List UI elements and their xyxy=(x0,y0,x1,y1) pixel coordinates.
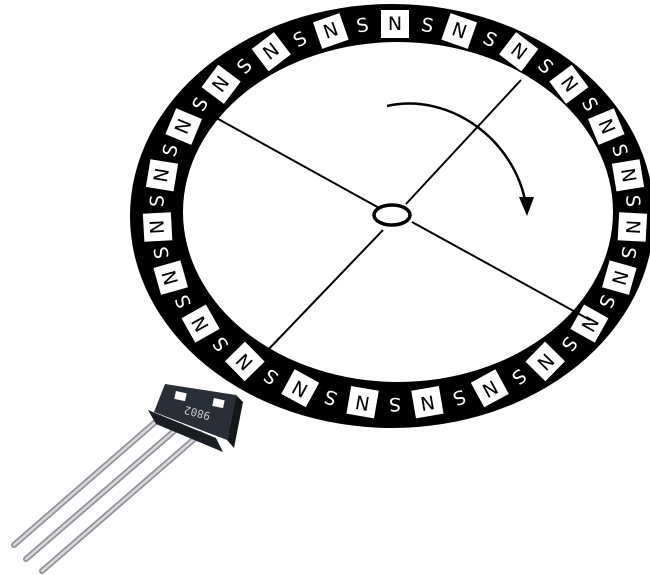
pole-label-n: N xyxy=(388,13,402,35)
pole-label: S xyxy=(146,194,169,207)
pole-label: N xyxy=(411,386,443,418)
pole-label-s: S xyxy=(621,194,644,207)
pole-label: N xyxy=(618,212,647,241)
hall-effect-sensor: 9802 xyxy=(14,384,243,571)
sensor-leads xyxy=(14,418,200,571)
pole-label: N xyxy=(612,159,644,191)
pole-label: N xyxy=(346,386,378,418)
pole-label-s: S xyxy=(146,194,169,207)
pole-label-s: S xyxy=(389,393,401,415)
sensor-lead xyxy=(14,418,160,545)
pole-label: N xyxy=(146,159,178,191)
pole-label: S xyxy=(389,393,401,415)
pole-label-n: N xyxy=(621,219,644,234)
hub xyxy=(374,205,410,225)
pole-label-n: N xyxy=(146,219,169,234)
sensor-lead xyxy=(26,426,180,559)
pole-label: S xyxy=(621,194,644,207)
pole-label: N xyxy=(143,212,172,241)
pole-label: N xyxy=(381,10,409,38)
